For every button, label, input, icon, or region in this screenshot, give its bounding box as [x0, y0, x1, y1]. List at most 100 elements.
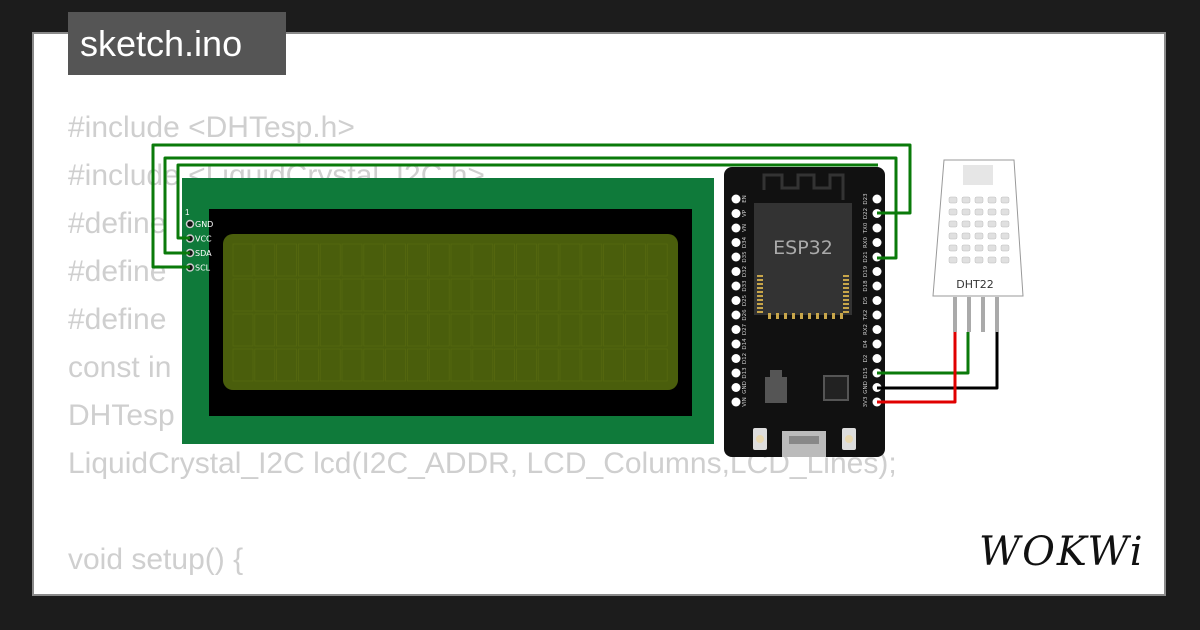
wire-dht-power[interactable] — [877, 332, 957, 404]
vent-hole — [1000, 208, 1010, 216]
esp32-pin[interactable] — [872, 325, 882, 334]
esp32-pin-label: VN — [742, 224, 748, 232]
esp32-board[interactable]: ESP32 ENVPVND34D35D32D33D25D26D27D14D12D… — [724, 167, 885, 457]
lcd-cell — [494, 278, 516, 312]
module-pad — [843, 287, 849, 289]
wire-scl[interactable] — [151, 143, 912, 269]
esp32-pin[interactable] — [872, 310, 882, 320]
module-pad — [843, 311, 849, 313]
esp32-pin[interactable] — [731, 209, 741, 218]
esp32-pin[interactable] — [872, 339, 882, 349]
esp32-pin[interactable] — [731, 325, 741, 334]
lcd-cell — [232, 348, 254, 382]
esp32-pin[interactable] — [731, 296, 741, 305]
esp32-pin[interactable] — [731, 267, 741, 276]
esp32-pin-label: VIN — [742, 397, 748, 407]
esp32-pin[interactable] — [731, 252, 741, 262]
lcd-pin-label: SDA — [195, 249, 212, 258]
module-pad — [757, 279, 763, 281]
lcd-pin1-label: 1 — [185, 208, 190, 217]
esp32-pin[interactable] — [872, 238, 882, 247]
esp32-pin[interactable] — [731, 339, 741, 349]
module-pad — [757, 299, 763, 301]
vent-hole — [948, 220, 958, 228]
module-pad — [757, 303, 763, 305]
esp32-pin-label: D19 — [863, 265, 869, 277]
esp32-pin[interactable] — [731, 383, 741, 392]
vent-hole — [948, 256, 958, 264]
lcd-cell — [341, 313, 363, 347]
esp32-pin[interactable] — [731, 223, 741, 233]
lcd-pin-label: GND — [195, 220, 213, 229]
esp32-pin[interactable] — [731, 310, 741, 320]
vent-hole — [974, 256, 984, 264]
module-pad — [843, 307, 849, 309]
lcd-screen — [223, 234, 678, 390]
esp32-pin[interactable] — [731, 368, 741, 378]
esp32-pin[interactable] — [731, 194, 741, 204]
lcd-cell — [232, 278, 254, 312]
esp32-pin[interactable] — [731, 238, 741, 247]
esp32-pin-label: EN — [742, 195, 748, 203]
dht22-sensor[interactable]: DHT22 — [932, 159, 1024, 332]
dht22-legs — [953, 297, 999, 332]
lcd-cell — [450, 243, 472, 277]
vent-hole — [1000, 220, 1010, 228]
esp32-pin[interactable] — [872, 223, 882, 233]
lcd-cell — [559, 313, 581, 347]
esp32-pin[interactable] — [872, 354, 882, 363]
code-line: // — [68, 584, 897, 594]
esp32-pin-label: D4 — [863, 340, 869, 348]
lcd-cell — [276, 348, 298, 382]
logo-text: WOKWi — [979, 529, 1145, 575]
dht22-label: DHT22 — [956, 278, 993, 291]
lcd-pin[interactable] — [185, 219, 195, 229]
esp32-pin[interactable] — [872, 267, 882, 276]
esp32-pin-label: D25 — [742, 294, 748, 306]
lcd-cell — [276, 278, 298, 312]
lcd-cell — [406, 348, 428, 382]
vent-hole — [974, 232, 984, 240]
esp32-pin-label: D13 — [742, 367, 748, 379]
wire-dht-data[interactable] — [877, 332, 970, 375]
esp32-pin-label: D12 — [742, 353, 748, 364]
code-line: #define — [68, 255, 167, 288]
code-line: DHTesp — [68, 399, 175, 432]
lcd-cell — [276, 243, 298, 277]
en-button[interactable] — [753, 428, 767, 450]
lcd-cell — [428, 313, 450, 347]
title-badge: sketch.ino — [68, 12, 286, 75]
wire-vcc[interactable] — [176, 163, 878, 240]
module-pad — [757, 283, 763, 285]
esp32-pin[interactable] — [872, 296, 882, 305]
canvas-card: #include <DHTesp.h>#include <LiquidCryst… — [32, 32, 1166, 596]
lcd-cell — [428, 243, 450, 277]
vent-hole — [1000, 196, 1010, 204]
module-pad — [843, 279, 849, 281]
esp32-pin[interactable] — [872, 194, 882, 204]
esp32-pin[interactable] — [731, 397, 741, 407]
wire-sda[interactable] — [163, 156, 898, 260]
esp32-pin[interactable] — [872, 281, 882, 291]
esp32-pin-label: D21 — [863, 251, 869, 262]
vent-hole — [974, 208, 984, 216]
vent-hole — [987, 256, 997, 264]
code-line: const in — [68, 351, 172, 384]
wire-dht-gnd[interactable] — [877, 332, 999, 390]
lcd-cell — [559, 348, 581, 382]
esp32-pin[interactable] — [731, 281, 741, 291]
boot-button[interactable] — [842, 428, 856, 450]
esp32-pin-label: D32 — [742, 266, 748, 277]
vent-hole — [961, 208, 971, 216]
lcd-cell — [385, 278, 407, 312]
esp32-pin[interactable] — [731, 354, 741, 363]
vent-hole — [974, 220, 984, 228]
module-pad — [784, 313, 787, 319]
lcd-cell — [581, 278, 603, 312]
regulator-tab — [770, 370, 782, 378]
lcd-cell — [319, 348, 341, 382]
lcd-cell — [625, 278, 646, 312]
